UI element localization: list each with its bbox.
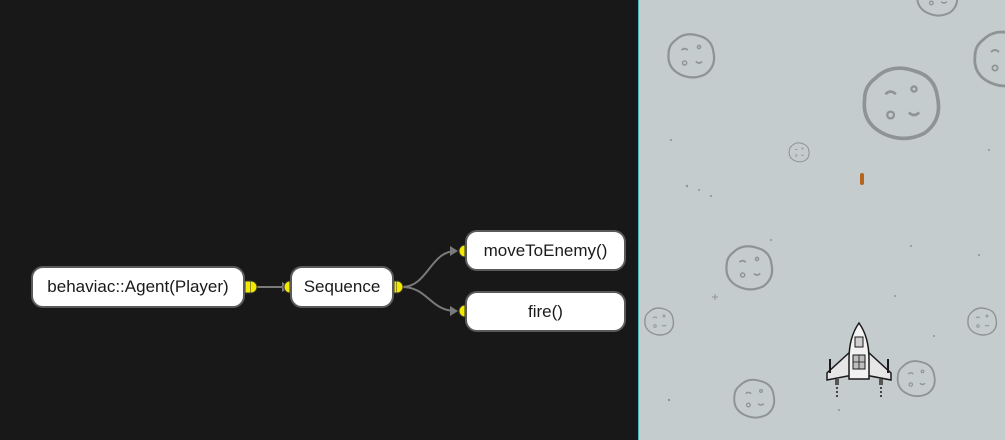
asteroid-icon	[973, 30, 1005, 88]
asteroid-icon	[967, 307, 998, 336]
asteroid-icon	[788, 142, 810, 163]
edge-layer	[244, 244, 466, 318]
panel-divider[interactable]	[638, 0, 639, 440]
node-sequence[interactable]: Sequence	[290, 266, 394, 308]
output-port-agent[interactable]	[244, 280, 258, 294]
asteroid-icon	[644, 307, 675, 336]
edge-sequence-fire	[401, 286, 457, 312]
node-label: Sequence	[303, 277, 381, 296]
asteroid-icon	[733, 378, 776, 419]
input-port-sequence[interactable]	[283, 280, 291, 294]
sparkle-icon	[712, 294, 718, 300]
input-port-fire[interactable]	[458, 304, 466, 318]
asteroid-icon	[896, 360, 936, 398]
node-agent-player[interactable]: behaviac::Agent(Player)	[31, 266, 245, 308]
asteroid-icon	[725, 245, 774, 291]
node-move-to-enemy[interactable]: moveToEnemy()	[465, 230, 626, 271]
node-fire[interactable]: fire()	[465, 291, 626, 332]
asteroid-icon	[862, 66, 941, 141]
spaceship-icon	[826, 321, 892, 397]
game-view	[639, 0, 1005, 440]
output-port-sequence[interactable]	[393, 280, 404, 294]
node-label: moveToEnemy()	[483, 240, 608, 260]
asteroid-icon	[916, 0, 959, 17]
debris-specks	[667, 139, 990, 411]
asteroid-icon	[667, 33, 716, 79]
node-label: fire()	[528, 301, 563, 321]
behavior-tree-editor: behaviac::Agent(Player) Sequence moveToE…	[31, 230, 626, 332]
node-label: behaviac::Agent(Player)	[47, 277, 229, 296]
game-canvas	[644, 0, 1005, 419]
bullet-icon	[860, 173, 864, 185]
edge-sequence-move	[401, 250, 457, 288]
edge-arrowhead	[450, 246, 458, 256]
input-port-move[interactable]	[458, 244, 466, 258]
edge-arrowhead	[450, 306, 458, 316]
